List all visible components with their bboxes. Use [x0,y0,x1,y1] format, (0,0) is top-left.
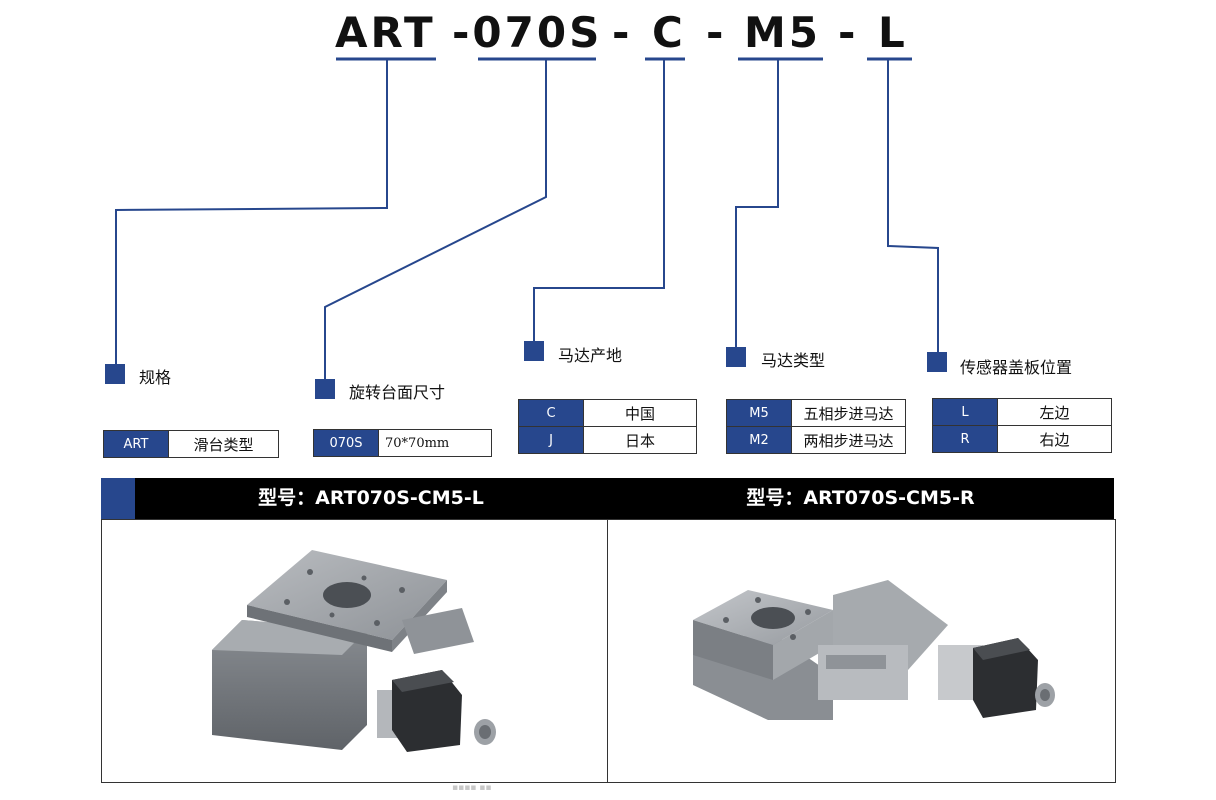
table-row: L 左边 [932,398,1112,426]
table-key: ART [103,430,169,458]
table-key: J [518,426,584,454]
category-marker [726,347,746,367]
category-marker [105,364,125,384]
spec-table-size: 070S 70*70mm [313,429,492,457]
model-title-left: 型号：ART070S-CM5-L [258,487,484,509]
table-key: L [932,398,998,426]
table-value: 中国 [583,399,697,427]
table-row: M5 五相步进马达 [726,399,906,427]
code-separator: - [612,8,633,57]
table-row: M2 两相步进马达 [726,426,906,454]
spec-table-motor-origin: C 中国 J 日本 [518,399,697,454]
table-value: 五相步进马达 [791,399,906,427]
model-title-right: 型号：ART070S-CM5-R [746,487,975,509]
stage-image-left [212,550,496,752]
category-marker [524,341,544,361]
connector-lines [115,57,939,385]
table-key: C [518,399,584,427]
table-value: 滑台类型 [168,430,279,458]
table-row: J 日本 [518,426,697,454]
spec-table-sensor-cover: L 左边 R 右边 [932,398,1112,453]
spec-table-spec: ART 滑台类型 [103,430,279,458]
stage-image-right [693,580,1055,720]
table-key: 070S [313,429,379,457]
table-key: M5 [726,399,792,427]
table-key: R [932,425,998,453]
category-marker [315,379,335,399]
code-segment-motor: M5 [744,8,822,57]
model-panel-right [607,519,1116,783]
banner-accent [101,478,135,519]
category-label-motor-type: 马达类型 [761,351,826,370]
watermark: ▪▪▪▪ ▪▪ [452,783,492,793]
table-value: 两相步进马达 [791,426,906,454]
code-separator: - [838,8,859,57]
category-label-sensor-cover: 传感器盖板位置 [960,358,1073,377]
table-value: 70*70mm [378,429,492,457]
table-value: 日本 [583,426,697,454]
table-row: ART 滑台类型 [103,430,279,458]
table-key: M2 [726,426,792,454]
model-banner: 型号：ART070S-CM5-L 型号：ART070S-CM5-R [101,478,1114,519]
category-label-size: 旋转台面尺寸 [349,383,446,402]
spec-table-motor-type: M5 五相步进马达 M2 两相步进马达 [726,399,906,454]
table-value: 右边 [997,425,1112,453]
code-segment-art: ART [335,8,436,57]
code-segment-size: -070S [452,8,603,57]
table-row: C 中国 [518,399,697,427]
category-label-spec: 规格 [139,368,172,387]
model-panel-left [101,519,608,783]
table-value: 左边 [997,398,1112,426]
table-row: R 右边 [932,425,1112,453]
category-label-motor-origin: 马达产地 [558,346,623,365]
table-row: 070S 70*70mm [313,429,492,457]
code-separator: - [706,8,727,57]
code-segment-sensor: L [878,8,908,57]
category-marker [927,352,947,372]
code-segment-origin: C [652,8,686,57]
